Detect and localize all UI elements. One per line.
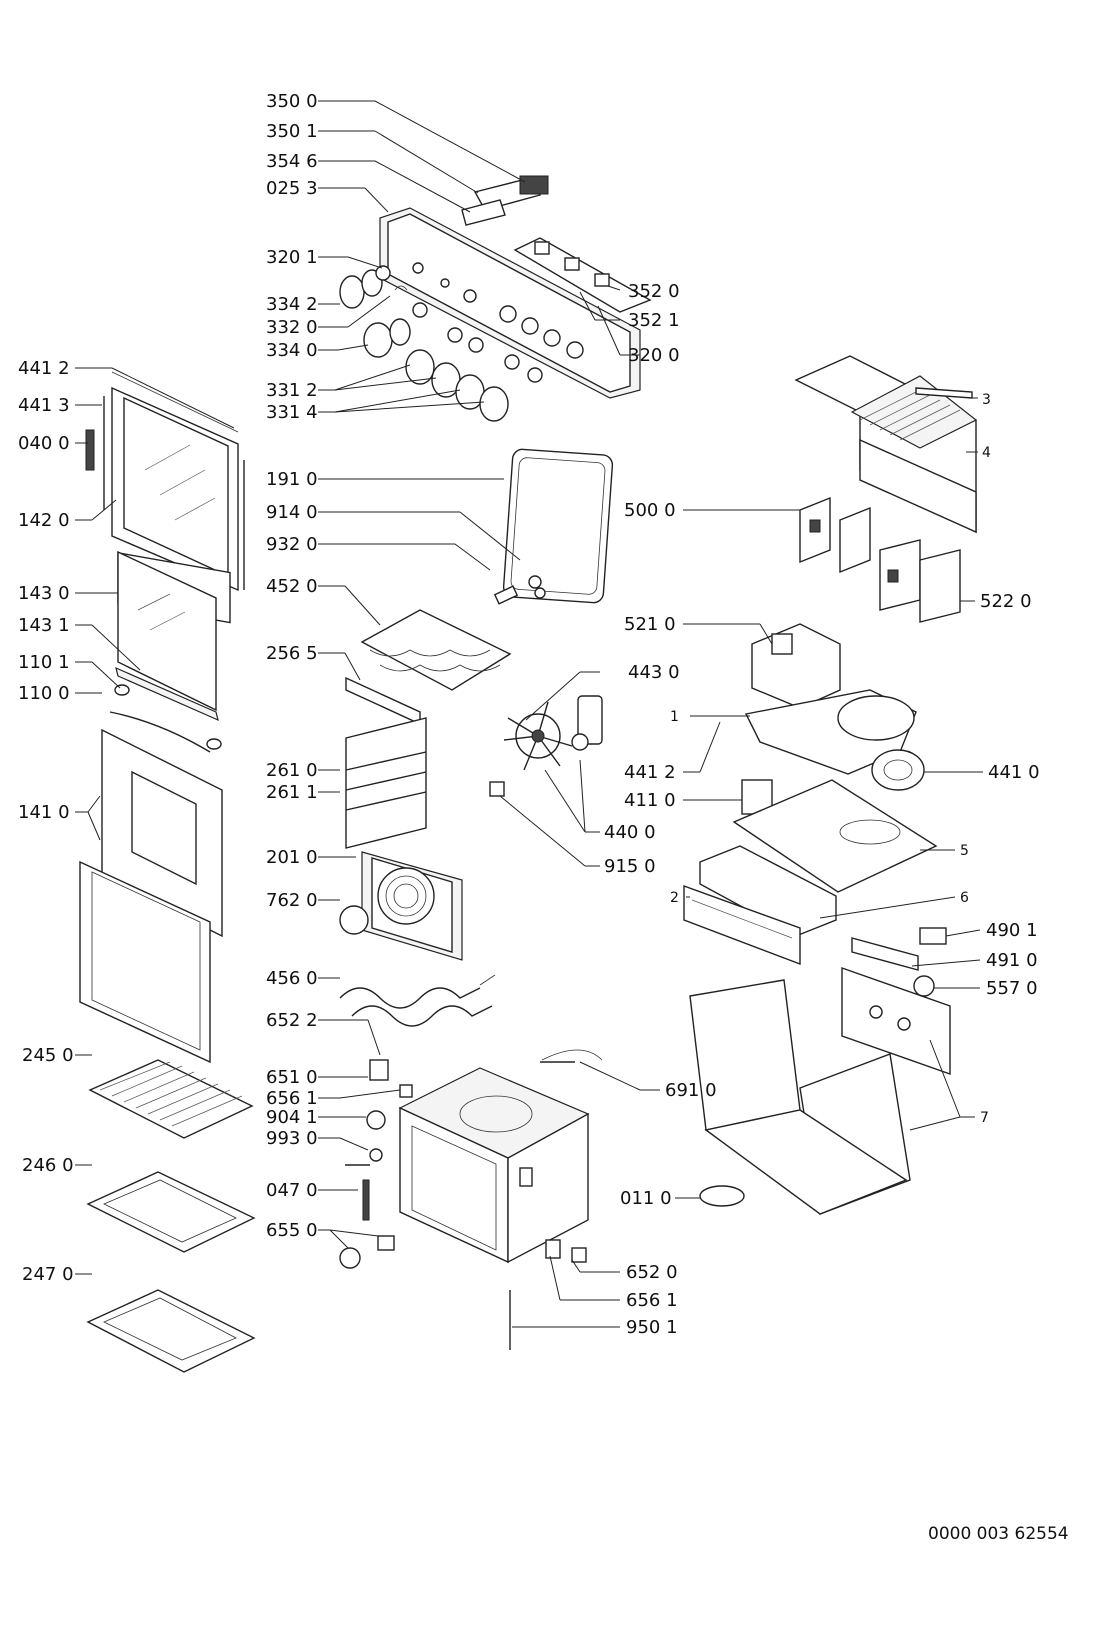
label-456-0: 456 0 [266,968,318,989]
label-5: 5 [960,843,969,859]
label-352-0: 352 0 [628,281,680,302]
label-557-0: 557 0 [986,978,1038,999]
label-143-1: 143 1 [18,615,70,636]
label-491-0: 491 0 [986,950,1038,971]
label-352-1: 352 1 [628,310,680,331]
label-256-5: 256 5 [266,643,318,664]
label-4: 4 [982,445,991,461]
label-261-0: 261 0 [266,760,318,781]
label-261-1: 261 1 [266,782,318,803]
label-191-0: 191 0 [266,469,318,490]
label-904-1: 904 1 [266,1107,318,1128]
fan-assembly [489,695,603,797]
outer-casing [689,927,951,1215]
label-143-0: 143 0 [18,583,70,604]
label-651-0: 651 0 [266,1067,318,1088]
label-521-0: 521 0 [624,614,676,635]
label-331-4: 331 4 [266,402,318,423]
label-656-1-top: 656 1 [266,1088,318,1109]
label-047-0: 047 0 [266,1180,318,1201]
label-441-3: 441 3 [18,395,70,416]
label-246-0: 246 0 [22,1155,74,1176]
label-656-1-bottom: 656 1 [626,1290,678,1311]
label-914-0: 914 0 [266,502,318,523]
label-6: 6 [960,890,969,906]
label-110-0: 110 0 [18,683,70,704]
label-2: 2 [670,890,679,906]
label-350-0: 350 0 [266,91,318,112]
label-350-1: 350 1 [266,121,318,142]
label-332-0: 332 0 [266,317,318,338]
label-500-0: 500 0 [624,500,676,521]
label-652-0: 652 0 [626,1262,678,1283]
control-boards [751,496,961,709]
label-320-1: 320 1 [266,247,318,268]
label-452-0: 452 0 [266,576,318,597]
label-915-0: 915 0 [604,856,656,877]
oven-cavity [398,1049,603,1350]
label-932-0: 932 0 [266,534,318,555]
control-panel-assembly [339,175,652,422]
label-440-0: 440 0 [604,822,656,843]
top-chassis-assembly [794,355,978,534]
label-655-0: 655 0 [266,1220,318,1241]
label-354-6: 354 6 [266,151,318,172]
label-7: 7 [980,1110,989,1126]
label-025-3: 025 3 [266,178,318,199]
cooling-fan-housing [741,689,925,815]
label-334-2: 334 2 [266,294,318,315]
label-411-0: 411 0 [624,790,676,811]
label-3: 3 [982,392,991,408]
label-522-0: 522 0 [980,591,1032,612]
document-code: 0000 003 62554 [928,1524,1069,1544]
door-assembly [79,371,245,1064]
label-950-1: 950 1 [626,1317,678,1338]
oven-interior-parts [339,448,614,1269]
label-441-2-right: 441 2 [624,762,676,783]
label-245-0: 245 0 [22,1045,74,1066]
label-040-0: 040 0 [18,433,70,454]
label-993-0: 993 0 [266,1128,318,1149]
part-labels: 350 0 350 1 354 6 025 3 320 1 334 2 332 … [18,91,1040,1338]
label-490-1: 490 1 [986,920,1038,941]
label-320-0: 320 0 [628,345,680,366]
leader-lines [75,100,983,1328]
label-201-0: 201 0 [266,847,318,868]
oven-shelves [86,1059,256,1373]
label-441-2-left: 441 2 [18,358,70,379]
label-334-0: 334 0 [266,340,318,361]
label-443-0: 443 0 [628,662,680,683]
label-142-0: 142 0 [18,510,70,531]
label-011-0: 011 0 [620,1188,672,1209]
label-691-0: 691 0 [665,1080,717,1101]
label-441-0: 441 0 [988,762,1040,783]
top-covers [683,779,938,966]
label-141-0: 141 0 [18,802,70,823]
label-247-0: 247 0 [22,1264,74,1285]
label-1: 1 [670,709,679,725]
label-331-2: 331 2 [266,380,318,401]
label-110-1: 110 1 [18,652,70,673]
label-652-2-top: 652 2 [266,1010,318,1031]
label-762-0: 762 0 [266,890,318,911]
